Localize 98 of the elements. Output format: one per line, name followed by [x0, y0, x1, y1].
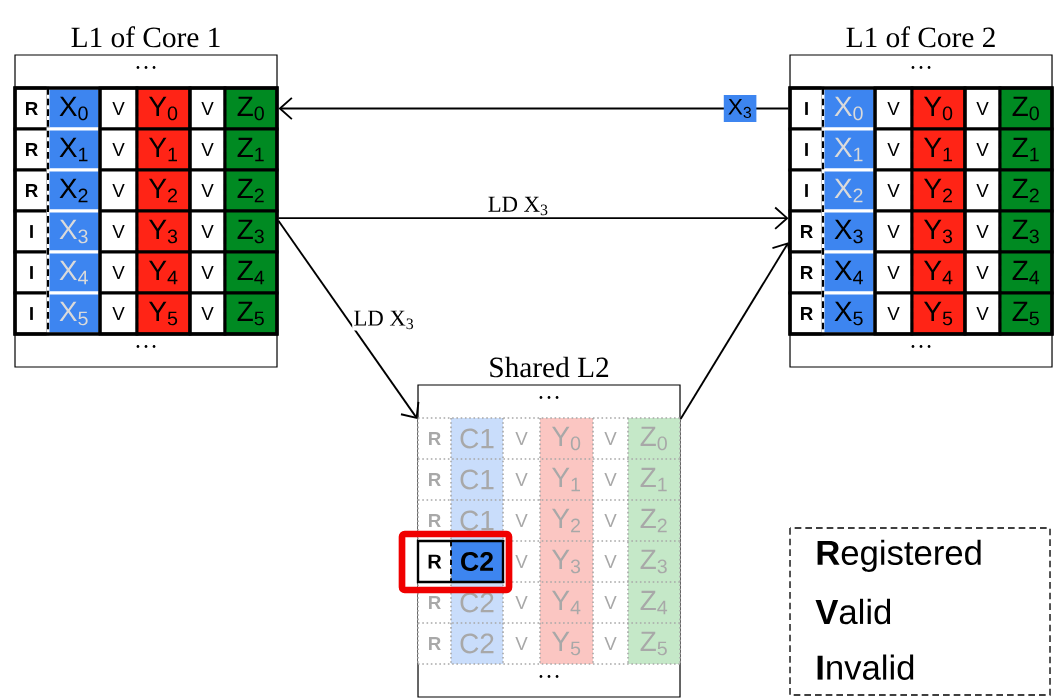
- data-cell: X$_{2}$: [46, 168, 102, 213]
- data-cell: X$_{4}$: [46, 250, 102, 295]
- node-label: R: [429, 473, 441, 486]
- edge-label: LD X$_{3}$: [486, 195, 550, 217]
- data-cell: Y$_{4}$: [135, 250, 192, 295]
- node-label: Z$_{2}$: [640, 508, 667, 533]
- data-cell: X$_{2}$: [821, 168, 877, 213]
- node-label: C1: [460, 428, 494, 449]
- data-cell: Z$_{1}$: [998, 127, 1054, 172]
- data-cell: Z$_{0}$: [628, 418, 680, 459]
- arrow: [277, 219, 420, 420]
- data-cell: Z$_{2}$: [998, 168, 1054, 213]
- state-cell: V: [593, 500, 628, 541]
- data-cell: Y$_{5}$: [135, 291, 192, 336]
- node-label: R: [429, 514, 441, 527]
- data-cell: Z$_{1}$: [223, 127, 279, 172]
- data-cell: Y$_{2}$: [135, 168, 192, 213]
- data-cell: Y$_{1}$: [910, 127, 967, 172]
- node-label: R: [429, 596, 441, 609]
- state-cell: V: [593, 418, 628, 459]
- data-cell: X$_{4}$: [821, 250, 877, 295]
- cache-title: L1 of Core 1: [71, 26, 220, 48]
- legend-entry: Valid: [815, 598, 891, 625]
- data-cell: X$_{5}$: [46, 291, 102, 336]
- ellipsis: …: [539, 396, 559, 399]
- data-cell: Z$_{4}$: [628, 582, 680, 623]
- node-label: Z$_{5}$: [640, 631, 667, 656]
- state-cell: R: [418, 418, 451, 459]
- data-cell: Z$_{3}$: [998, 209, 1054, 254]
- data-cell: C2: [451, 623, 503, 664]
- state-cell: V: [503, 459, 540, 500]
- node-label: C2: [460, 633, 494, 654]
- state-cell: V: [593, 459, 628, 500]
- node-label: Y$_{2}$: [551, 508, 580, 533]
- data-cell: Y$_{4}$: [910, 250, 967, 295]
- data-cell: Y$_{3}$: [135, 209, 192, 254]
- state-cell: R: [418, 459, 451, 500]
- cache-title: L1 of Core 2: [846, 26, 995, 48]
- ellipsis: …: [136, 66, 156, 69]
- legend-entry: Invalid: [817, 654, 914, 680]
- data-cell: X$_{1}$: [821, 127, 877, 172]
- data-cell: X$_{3}$: [46, 209, 102, 254]
- data-cell: Z$_{4}$: [223, 250, 279, 295]
- data-cell: Z$_{1}$: [628, 459, 680, 500]
- data-cell: Z$_{2}$: [223, 168, 279, 213]
- arrow: [679, 242, 792, 420]
- data-cell: X$_{1}$: [46, 127, 102, 172]
- data-cell: Y$_{2}$: [910, 168, 967, 213]
- data-cell: X$_{3}$: [821, 209, 877, 254]
- edge-label: X$_{3}$: [723, 94, 757, 123]
- node-label: C2: [460, 592, 494, 613]
- node-label: C1: [460, 510, 494, 531]
- ellipsis: …: [911, 345, 931, 348]
- node-label: Z$_{3}$: [640, 549, 667, 574]
- state-cell: V: [593, 582, 628, 623]
- data-cell: X$_{5}$: [821, 291, 877, 336]
- node-label: Z$_{1}$: [640, 467, 667, 492]
- state-cell: V: [503, 623, 540, 664]
- data-cell: Z$_{5}$: [628, 623, 680, 664]
- data-cell: Z$_{4}$: [998, 250, 1054, 295]
- data-cell: Y$_{1}$: [540, 459, 593, 500]
- node-label: Y$_{1}$: [551, 467, 580, 492]
- node-label: Y$_{0}$: [551, 426, 581, 451]
- data-cell: Y$_{2}$: [540, 500, 593, 541]
- node-label: Y$_{3}$: [551, 549, 581, 574]
- data-cell: Y$_{4}$: [540, 582, 593, 623]
- data-cell: Z$_{5}$: [223, 291, 279, 336]
- state-cell: V: [593, 623, 628, 664]
- data-cell: Y$_{3}$: [910, 209, 967, 254]
- data-cell: Z$_{2}$: [628, 500, 680, 541]
- edge-label: LD X$_{3}$: [352, 309, 416, 331]
- node-label: C1: [460, 469, 494, 490]
- arrow: [278, 96, 790, 121]
- data-cell: Z$_{5}$: [998, 291, 1054, 336]
- node-label: R: [429, 637, 441, 650]
- data-cell: Y$_{0}$: [540, 418, 593, 459]
- data-cell: Y$_{3}$: [540, 541, 593, 582]
- cache-title: Shared L2: [490, 356, 609, 378]
- data-cell: C1: [451, 418, 503, 459]
- data-cell: Z$_{3}$: [628, 541, 680, 582]
- arrow: [277, 206, 789, 230]
- legend-entry: Registered: [817, 539, 981, 572]
- data-cell: C1: [451, 459, 503, 500]
- data-cell: Y$_{5}$: [910, 291, 967, 336]
- node-label: Z$_{0}$: [640, 426, 667, 451]
- data-cell: Y$_{5}$: [540, 623, 593, 664]
- ellipsis: …: [136, 345, 156, 348]
- node-label: R: [429, 432, 441, 445]
- state-cell: V: [593, 541, 628, 582]
- node-label: Z$_{4}$: [640, 590, 668, 615]
- state-cell: R: [418, 623, 451, 664]
- ellipsis: …: [911, 66, 931, 69]
- data-cell: Z$_{3}$: [223, 209, 279, 254]
- data-cell: Y$_{1}$: [135, 127, 192, 172]
- state-cell: V: [503, 418, 540, 459]
- ellipsis: …: [539, 675, 559, 678]
- node-label: Y$_{5}$: [551, 631, 581, 656]
- node-label: Y$_{4}$: [551, 590, 581, 615]
